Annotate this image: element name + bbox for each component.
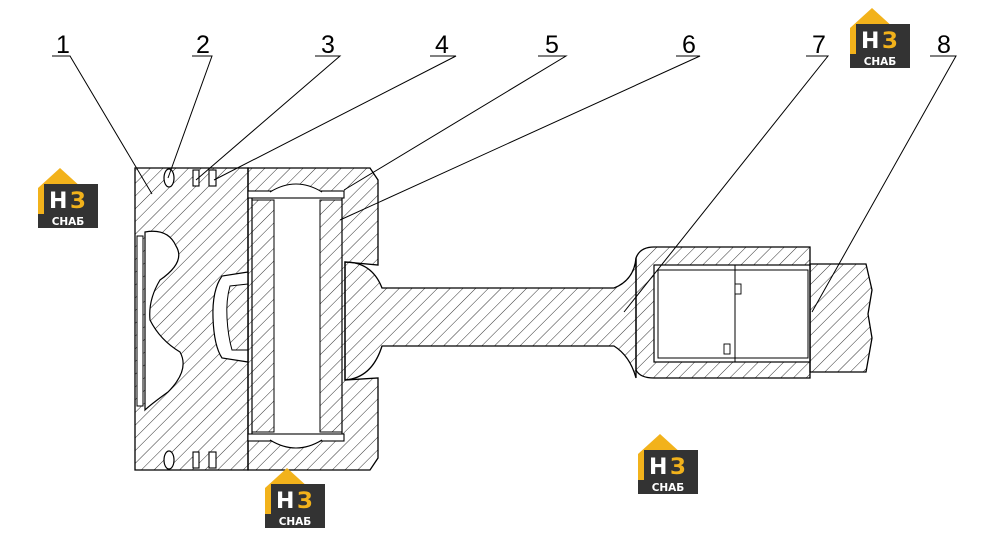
callout-numbers: 1 2 3 4 5 6 7 8: [56, 31, 951, 59]
piston-skirt-opening: [136, 235, 144, 407]
leader-lines: [52, 55, 957, 313]
callout-3: 3: [321, 31, 335, 59]
big-end-bearing-shell: [657, 269, 809, 359]
watermark-logo-left: [38, 168, 98, 228]
callout-6: 6: [682, 31, 696, 59]
pin-bore-chamfer-top: [269, 183, 323, 193]
connecting-rod: [344, 246, 811, 381]
rod-small-end: [344, 257, 637, 381]
piston-pin-right: [319, 199, 343, 433]
snap-ring-top: [247, 190, 345, 199]
piston-pin-assembly: [247, 167, 379, 471]
piston-inner-cavity: [144, 230, 184, 412]
piston-boss-inner: [226, 283, 249, 351]
callout-5: 5: [545, 31, 559, 59]
watermark-logo-bottom-right: [638, 434, 698, 494]
callout-8: 8: [937, 31, 951, 59]
pin-bore-chamfer-bottom: [269, 439, 323, 449]
callout-7: 7: [812, 31, 826, 59]
callout-2: 2: [196, 31, 210, 59]
crank-journal-body: [809, 263, 873, 373]
watermark-logo-bottom-center: [265, 468, 325, 528]
crank-journal: [809, 263, 873, 373]
callout-4: 4: [435, 31, 449, 59]
snap-ring-bottom: [247, 433, 345, 442]
callout-1: 1: [56, 31, 70, 59]
piston: [134, 167, 249, 471]
piston-ring-grooves-bottom: [163, 450, 217, 470]
watermark-logo-top-right: [850, 8, 910, 68]
piston-pin: [251, 199, 275, 433]
